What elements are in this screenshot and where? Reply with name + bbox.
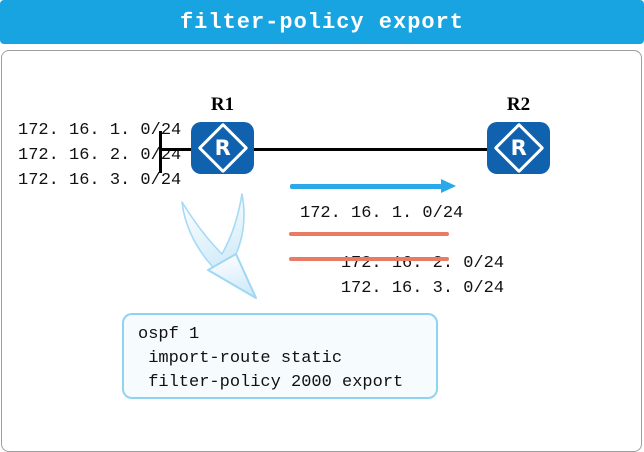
title-bar: filter-policy export bbox=[0, 0, 644, 44]
router-r1-label: R1 bbox=[210, 94, 235, 115]
local-route: 172. 16. 1. 0/24 bbox=[18, 121, 182, 140]
router-r1-icon: R bbox=[191, 122, 254, 174]
config-line: filter-policy 2000 export bbox=[138, 373, 404, 392]
router-letter: R bbox=[510, 135, 527, 160]
config-box: ospf 1 import-route static filter-policy… bbox=[122, 313, 438, 399]
link-r1-r2 bbox=[254, 148, 487, 151]
filter-strikethrough bbox=[289, 232, 449, 236]
local-route: 172. 16. 2. 0/24 bbox=[18, 146, 182, 165]
router-r2-icon: R bbox=[487, 122, 550, 174]
advertised-route: 172. 16. 1. 0/24 bbox=[300, 204, 464, 223]
filter-strikethrough bbox=[289, 257, 449, 261]
route-bracket-line bbox=[159, 131, 162, 173]
page-title: filter-policy export bbox=[179, 9, 465, 35]
router-diamond-icon: R bbox=[493, 122, 544, 174]
config-line: import-route static bbox=[138, 349, 343, 368]
local-route: 172. 16. 3. 0/24 bbox=[18, 171, 182, 190]
advertised-route-list: 172. 16. 1. 0/24 172. 16. 2. 0/24 172. 1… bbox=[289, 201, 504, 298]
advertise-arrow-head-icon bbox=[441, 179, 456, 193]
advertised-route-text: 172. 16. 3. 0/24 bbox=[340, 279, 505, 298]
advertised-route-filtered: 172. 16. 2. 0/24 bbox=[289, 226, 504, 273]
router-r2-label: R2 bbox=[506, 94, 531, 115]
advertised-route-filtered: 172. 16. 3. 0/24 bbox=[289, 251, 504, 298]
advertise-arrow bbox=[290, 184, 442, 189]
local-route-list: 172. 16. 1. 0/24 172. 16. 2. 0/24 172. 1… bbox=[18, 118, 181, 193]
router-diamond-icon: R bbox=[197, 122, 248, 174]
curved-arrow-icon bbox=[181, 193, 257, 299]
config-line: ospf 1 bbox=[138, 325, 200, 344]
route-bracket-stem bbox=[160, 148, 191, 151]
router-letter: R bbox=[214, 135, 231, 160]
